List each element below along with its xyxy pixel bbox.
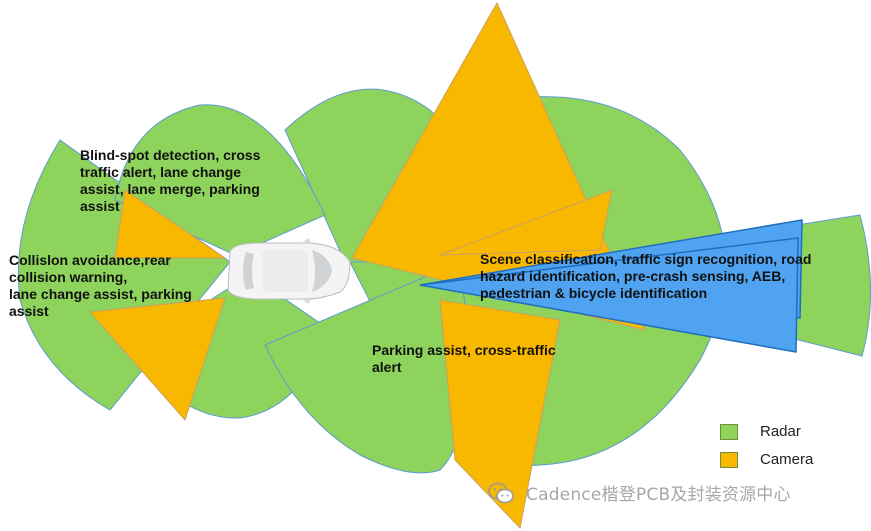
blind-spot-label: Blind-spot detection, cross traffic aler…	[80, 147, 261, 214]
legend-label-camera: Camera	[760, 451, 814, 468]
watermark: Cadence楷登PCB及封装资源中心	[488, 480, 791, 505]
car-mirror-right	[302, 299, 312, 304]
camera-swatch	[720, 451, 738, 468]
camera-zone-rear-left	[114, 189, 227, 259]
camera-zone-forward-side	[439, 189, 613, 256]
car-windshield	[312, 250, 332, 292]
scene-classification-label: Scene classification, traffic sign recog…	[480, 251, 812, 301]
legend-item-radar: Radar	[720, 423, 801, 440]
camera-zone-side-down	[439, 299, 561, 530]
camera-zones	[88, 1, 646, 530]
watermark-text: Cadence楷登PCB及封装资源中心	[526, 485, 791, 505]
parking-assist-label: Parking assist, cross-traffic alert	[372, 342, 556, 375]
legend-item-camera: Camera	[720, 451, 813, 468]
car-roof	[262, 250, 308, 292]
radar-swatch	[720, 423, 738, 440]
car-mirror-left	[302, 238, 312, 243]
car-rear-window	[243, 252, 254, 290]
lidar-zone-long-range-lower	[419, 237, 799, 353]
radar-zone-rear-left	[17, 139, 231, 411]
lidar-zones	[419, 219, 803, 353]
collision-avoidance-label: Collislon avoidance,rear collision warni…	[9, 252, 192, 319]
radar-zone-blind-spot	[114, 104, 326, 256]
camera-zone-rear-right	[88, 297, 226, 421]
car-top-view	[227, 238, 351, 304]
legend-label-radar: Radar	[760, 423, 801, 440]
wechat-icon	[488, 482, 514, 503]
